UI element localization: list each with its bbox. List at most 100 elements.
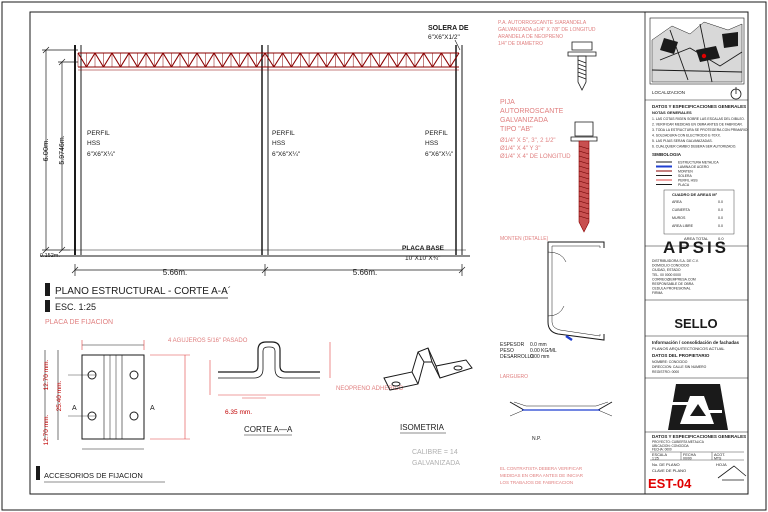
- sheet-label: HOJA: [716, 462, 727, 467]
- company-line: CIUDAD, ESTADO: [652, 268, 681, 272]
- isometric-bracket: [383, 347, 473, 391]
- acc-title-bar: [36, 466, 40, 480]
- channel-heading-2: LARGUERO: [500, 374, 528, 380]
- gauge-line-2: GALVANIZADA: [412, 460, 460, 467]
- spec-line: 5. LAS PIJAS SERAN GALVANIZADAS.: [652, 139, 713, 143]
- channel-note-4: LOS TRABAJOS DE FABRICACION: [500, 480, 573, 485]
- legend-item-label: PERFIL HSS: [678, 178, 698, 182]
- plate-dim-3: 12.70 mm.: [43, 414, 50, 445]
- legend-item-label: ESTRUCTURA METALICA: [678, 160, 719, 164]
- iso-title: ISOMETRIA: [400, 423, 445, 432]
- meta-label-2: FECHA: [683, 453, 696, 457]
- pija-line-3: GALVANIZADA: [500, 117, 548, 124]
- sheet-code: EST-04: [648, 476, 692, 491]
- legend-item-label: PLACA: [678, 183, 690, 187]
- areas-row-value: 0.0: [718, 224, 723, 228]
- screw-note-4: 1/4" DE DIAMETRO: [498, 41, 543, 47]
- spec2-line: PROYECTO: CUBIERTA METALICA: [652, 440, 705, 444]
- channel-note-3: MEDIDAS EN OBRA ANTES DE INICIAR: [500, 473, 584, 478]
- plate-dim-1: 12.70 mm.: [43, 359, 50, 390]
- channel-label-3: DESARROLLO: [500, 354, 534, 360]
- meta-grid: [650, 451, 744, 461]
- spec-title: DATOS Y ESPECIFICACIONES GENERALES: [652, 104, 746, 109]
- plan-no-label: No. DE PLANO: [652, 462, 680, 467]
- elevation-frame: [40, 45, 470, 257]
- legend-item-label: LAMINA DE ACERO: [678, 165, 709, 169]
- owner-line: REGISTRO: 0000: [652, 370, 679, 374]
- plate-dims-red: [81, 340, 190, 440]
- plan-type-label: CLAVE DE PLANO: [652, 468, 686, 473]
- col1-perfil: PERFIL: [87, 130, 110, 137]
- company-line: CEDULA PROFESIONAL: [652, 287, 691, 291]
- long-screw-icon: [570, 121, 598, 233]
- spec-line: 1. LAS COTAS RIGEN SOBRE LAS ESCALAS DEL…: [652, 117, 745, 121]
- areas-table-title: CUADRO DE AREAS M²: [672, 192, 718, 197]
- meta-value-2: 00/00: [683, 457, 692, 461]
- meta-value-1: 1:25: [652, 457, 659, 461]
- brand-name: APSIS: [663, 238, 729, 257]
- bottom-dim-label: 0.152m.: [40, 253, 60, 259]
- span-dimension-line: [71, 264, 466, 276]
- spec-line: 2. VERIFICAR MEDIDAS EN OBRA ANTES DE FA…: [652, 123, 743, 127]
- company-line: DOMICILIO CONOCIDO: [652, 264, 690, 268]
- legend-item-label: SOLERA: [678, 174, 692, 178]
- column-label-3: PERFIL HSS 6"X6"X¼": [425, 130, 454, 158]
- pija-line-4: TIPO "AB": [500, 126, 533, 133]
- col2-perfil: PERFIL: [272, 130, 295, 137]
- spec-lines: 1. LAS COTAS RIGEN SOBRE LAS ESCALAS DEL…: [652, 117, 748, 149]
- cut-title: CORTE A—A: [244, 425, 293, 434]
- title-bar-2: [45, 300, 50, 312]
- info-title: Información / consolidación de fachadas: [652, 340, 740, 345]
- spec-subtitle: NOTAS GENERALES: [652, 110, 692, 115]
- col3-size: 6"X6"X¼": [425, 151, 454, 158]
- channel-note-2: EL CONTRATISTA DEBERA VERIFICAR: [500, 466, 583, 471]
- plate-holes-note: 4 AGUJEROS 5/16" PASADO: [168, 338, 248, 344]
- area-total-label: AREA TOTAL: [684, 236, 709, 241]
- company-line: RESPONSABLE DE OBRA: [652, 282, 694, 286]
- company-line: DISTRIBUIDORA S.A. DE C.V.: [652, 259, 699, 263]
- cut-thickness: 6.35 mm.: [225, 409, 252, 416]
- channel-val-2: 0.00 KG/ML: [530, 348, 557, 354]
- gauge-line-1: CALIBRE = 14: [412, 449, 458, 456]
- legend-title: SIMBOLOGIA: [652, 152, 682, 157]
- areas-row-value: 0.0: [718, 200, 723, 204]
- span-2-label: 5.66m.: [353, 268, 377, 277]
- institution-logo-icon: [668, 384, 728, 430]
- pija-line-2: AUTORROSCANTE: [500, 108, 564, 115]
- solera-label: SOLERA DE: [428, 25, 469, 32]
- pija-line-7: Ø1/4" X 4" DE LONGITUD: [500, 154, 571, 160]
- short-screw-icon: [567, 41, 597, 91]
- plate-dim-2: 25.40 mm.: [56, 380, 63, 411]
- areas-row-name: AREA LIBRE: [672, 224, 694, 228]
- channel-blue-mark: [565, 334, 573, 342]
- screw-note-1: P.A. AUTORROSCANTE S/ARANDELA: [498, 20, 587, 26]
- location-map: [649, 17, 745, 85]
- base-plate-label: PLACA BASE: [402, 245, 445, 252]
- span-1-label: 5.66m.: [163, 268, 187, 277]
- channel-label-2: PESO: [500, 348, 514, 354]
- owner-line: NOMBRE: CONOCIDO: [652, 360, 688, 364]
- solera-size: 6"X6"X1/2": [428, 34, 461, 41]
- cut-aa-profile: [218, 341, 320, 379]
- col3-perfil: PERFIL: [425, 130, 448, 137]
- drafting-lamp-icon: [717, 465, 747, 481]
- height-main-label: 6.00m.: [41, 139, 50, 162]
- info-sub: PLANOS ARQUITECTONICOS ACTUAL: [652, 346, 725, 351]
- screw-note-3: ARANDELA DE NEOPRENO: [498, 34, 563, 40]
- channel-val-3: 0.00 mm: [530, 354, 549, 360]
- column-label-2: PERFIL HSS 6"X6"X¼": [272, 130, 301, 158]
- seal-label: SELLO: [674, 316, 717, 331]
- section-marker-right: A: [150, 405, 155, 412]
- channel-heading: MONTEN (DETALLE): [500, 236, 549, 242]
- company-line: CORREO@EMPRESA.COM: [652, 277, 696, 281]
- plate-heading: PLACA DE FIJACION: [45, 319, 113, 326]
- neoprene-note: NEOPRENO ADHERIDO: [336, 386, 404, 392]
- areas-row-value: 0.0: [718, 216, 723, 220]
- spec-line: 4. SOLDADURA CON ELECTRODO E-70XX.: [652, 134, 721, 138]
- areas-row-value: 0.0: [718, 208, 723, 212]
